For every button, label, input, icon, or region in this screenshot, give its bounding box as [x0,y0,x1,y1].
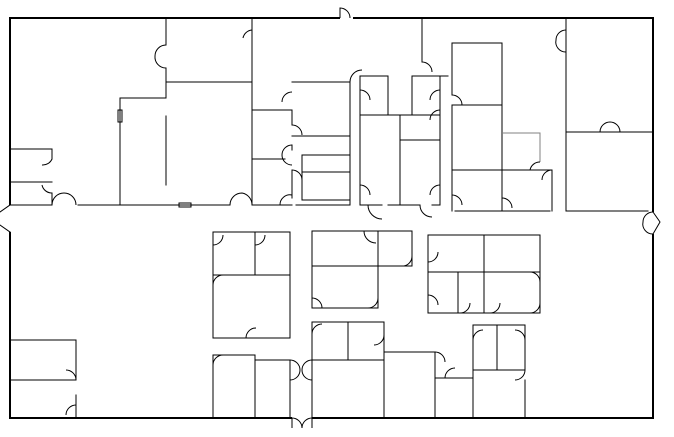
door-swings [41,7,661,429]
lower-left-rooms [9,339,77,419]
lower-block-c [427,234,541,314]
upper-center-left-rooms [251,17,351,206]
upper-center-right-rooms [451,17,654,212]
upper-left-rooms [9,17,253,208]
lower-block-b [311,230,413,309]
lower-bottom-rooms [212,321,526,419]
upper-center-rooms [359,17,449,206]
lower-block-a [212,231,291,339]
exterior-walls [0,17,654,419]
